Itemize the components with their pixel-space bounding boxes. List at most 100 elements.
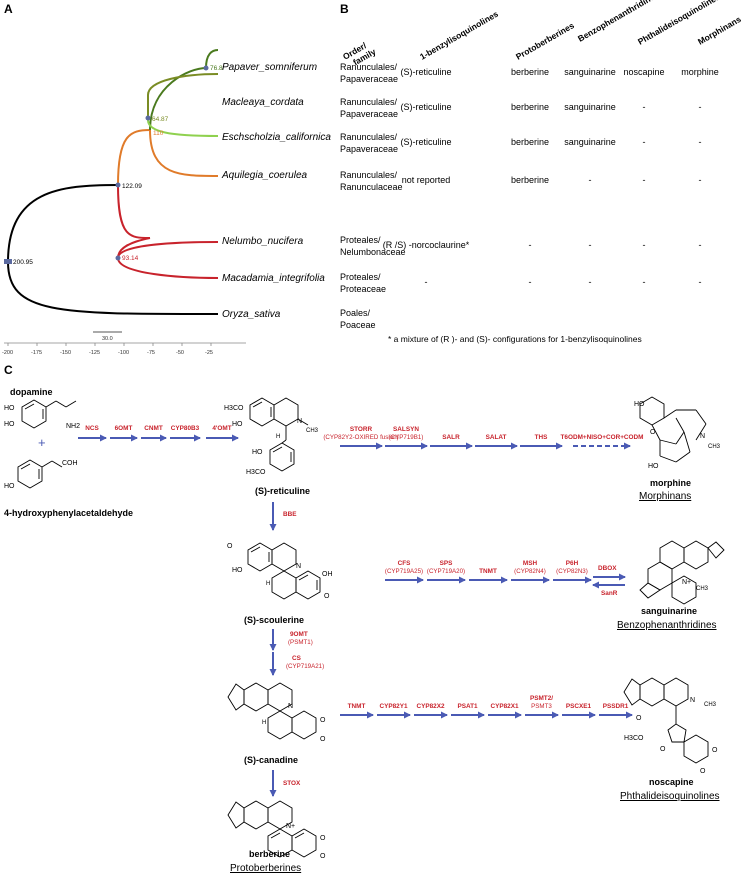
noscapine-label: noscapine xyxy=(649,777,694,787)
scoulerine-structure xyxy=(247,542,321,600)
tree-branch-eschscholzia xyxy=(147,119,219,137)
enzyme-label: 4'OMT xyxy=(212,425,231,432)
species-label: Oryza_sativa xyxy=(222,309,281,320)
enzyme-sublabel: (CYP719A20) xyxy=(427,568,465,575)
table-cell: sanguinarine xyxy=(564,102,616,112)
node-label-root: 200.95 xyxy=(13,259,33,266)
node-marker-76 xyxy=(203,65,209,71)
table-cell: not reported xyxy=(402,175,451,185)
panel-c-label: C xyxy=(4,363,13,377)
panel-b-label: B xyxy=(340,2,349,16)
table-cell: - xyxy=(699,137,702,147)
atom-n: N xyxy=(296,563,301,570)
enzyme-cs-sub: (CYP719A21) xyxy=(286,663,324,670)
enzyme-stox: STOX xyxy=(283,780,301,787)
node-label-122: 122.09 xyxy=(122,183,142,190)
species-label: Nelumbo_nucifera xyxy=(222,236,304,247)
noscapine-structure xyxy=(623,677,709,764)
atom-coh: COH xyxy=(62,460,78,467)
tree-branch-nelumbo xyxy=(117,241,219,259)
atom-o: O xyxy=(324,593,330,600)
row-order: Ranunculales/ xyxy=(340,97,398,107)
atom-n-plus: N+ xyxy=(682,579,691,586)
table-cell: - xyxy=(643,175,646,185)
row-family: Ranunculaceae xyxy=(340,182,403,192)
node-label-93: 93.14 xyxy=(122,255,139,262)
enzyme-sublabel: (CYP82N4) xyxy=(514,568,546,575)
table-cell: - xyxy=(589,240,592,250)
table-row: Proteales/Nelumbonaceae(R /S) -norcoclau… xyxy=(340,235,702,257)
table-row: Poales/Poaceae xyxy=(340,308,376,330)
table-cell: - xyxy=(699,277,702,287)
table-cell: sanguinarine xyxy=(564,137,616,147)
table-cell: - xyxy=(589,175,592,185)
atom-ho: HO xyxy=(4,405,15,412)
row-family: Proteaceae xyxy=(340,284,386,294)
table-cell: berberine xyxy=(511,102,549,112)
tree-branch-papaver xyxy=(205,49,219,69)
reticuline-structure xyxy=(249,397,309,472)
enzyme-label: T6ODM+NISO+COR+CODM xyxy=(561,434,644,441)
axis-tick-label: -75 xyxy=(147,350,155,356)
axis-tick-label: -125 xyxy=(89,350,100,356)
morphinans-class-label: Morphinans xyxy=(639,491,691,502)
enzyme-label: PSCXE1 xyxy=(566,703,592,710)
enzyme-label: NCS xyxy=(85,425,99,432)
tree-branch-root xyxy=(7,184,119,263)
node-marker-64 xyxy=(145,115,151,121)
enzyme-label: SPS xyxy=(440,560,454,567)
table-headers: Order/family 1-benzylisoquinolines Proto… xyxy=(341,0,743,67)
atom-o: O xyxy=(700,768,706,775)
tree-node-markers xyxy=(4,65,209,264)
table-cell: - xyxy=(643,102,646,112)
node-label-110: 110 xyxy=(153,130,164,137)
table-row: Proteales/Proteaceae----- xyxy=(340,272,702,294)
enzyme-label: CYP82X2 xyxy=(416,703,445,710)
berberine-structure xyxy=(227,800,317,858)
table-cell: sanguinarine xyxy=(564,67,616,77)
row-order: Ranunculales/ xyxy=(340,62,398,72)
sanguinarine-label: sanguinarine xyxy=(641,606,697,616)
table-cell: - xyxy=(589,277,592,287)
table-footnote: * a mixture of (R )- and (S)- configurat… xyxy=(388,334,642,344)
tree-branch-papaveraceae xyxy=(149,67,207,131)
node-label-64: 64.87 xyxy=(152,116,169,123)
hpaa-label: 4-hydroxyphenylacetaldehyde xyxy=(4,508,133,518)
species-label: Aquilegia_coerulea xyxy=(221,170,308,181)
table-cell: - xyxy=(699,240,702,250)
atom-o: O xyxy=(320,835,326,842)
row-order: Proteales/ xyxy=(340,235,381,245)
atom-o: O xyxy=(636,715,642,722)
time-axis: -200-175-150-125-100-75-50-25 xyxy=(2,342,246,356)
enzyme-sublabel: PSMT3 xyxy=(531,703,552,710)
atom-h3co: H3CO xyxy=(246,469,266,476)
enzyme-label: STORR xyxy=(350,426,373,433)
reticuline-label: (S)-reticuline xyxy=(255,486,310,496)
table-cell: (S)-reticuline xyxy=(400,102,451,112)
table-cell: (S)-reticuline xyxy=(400,67,451,77)
table-cell: berberine xyxy=(511,175,549,185)
sanguinarine-pathway-enzymes: CFS(CYP719A25)SPS(CYP719A20)TNMTMSH(CYP8… xyxy=(385,560,592,584)
species-label: Macleaya_cordata xyxy=(222,97,304,108)
tree-branch-aquilegia xyxy=(149,129,219,177)
node-marker-122 xyxy=(115,182,121,188)
scoulerine-label: (S)-scoulerine xyxy=(244,615,304,625)
canadine-structure xyxy=(227,682,317,740)
enzyme-label: CFS xyxy=(398,560,412,567)
row-order: Proteales/ xyxy=(340,272,381,282)
header-protoberberines: Protoberberines xyxy=(514,20,576,62)
table-cell: noscapine xyxy=(623,67,664,77)
plus-sign: + xyxy=(38,435,46,450)
node-label-76: 76.8 xyxy=(210,65,223,72)
atom-n: N xyxy=(288,703,293,710)
enzyme-label: 6OMT xyxy=(115,425,133,432)
axis-tick-label: -50 xyxy=(176,350,184,356)
atom-ch3: CH3 xyxy=(306,428,319,434)
scale-bar-label: 30.0 xyxy=(102,336,113,342)
atom-ch3: CH3 xyxy=(708,444,721,450)
row-order: Ranunculales/ xyxy=(340,170,398,180)
table-cell: - xyxy=(643,137,646,147)
